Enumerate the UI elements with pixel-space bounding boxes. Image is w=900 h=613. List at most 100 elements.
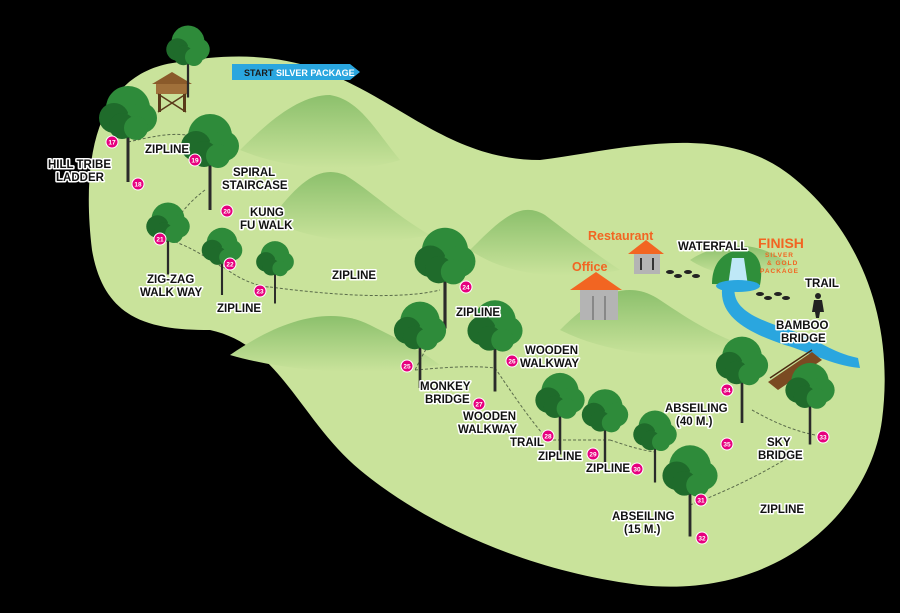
wooden-walkway-top-label-2: WALKWAY	[520, 358, 579, 370]
station-marker: 19	[188, 153, 202, 167]
station-number: 22	[226, 261, 234, 268]
river	[721, 285, 860, 368]
finish-title: FINISH	[758, 235, 804, 251]
zipline-br-label: ZIPLINE	[760, 504, 804, 516]
monkey-bridge-label-2: BRIDGE	[425, 394, 470, 406]
abseiling-40-label-1: ABSEILING	[665, 403, 728, 415]
zipline-mid-label: ZIPLINE	[332, 270, 376, 282]
tree-icon	[99, 86, 157, 182]
hiker-icon	[812, 293, 824, 318]
hill-tribe-ladder-label-2: LADDER	[56, 172, 105, 184]
trail-right-label: TRAIL	[805, 278, 839, 290]
zipline-left-label: ZIPLINE	[217, 303, 261, 315]
station-number: 21	[156, 236, 164, 243]
station-markers: 17 18 19 20 21 22 23 24 25 26 27 28 29 30 31 32 33 34 35	[105, 135, 830, 545]
station-marker: 30	[630, 462, 644, 476]
wooden-walkway-bottom-label-1: WOODEN	[463, 411, 516, 423]
start-tower-icon	[152, 72, 192, 113]
zigzag-walkway-label-1: ZIG-ZAG	[147, 274, 194, 286]
finish-line-3: PACKAGE	[760, 268, 799, 275]
hill-tribe-ladder-label-1: HILL TRIBE	[48, 159, 111, 171]
station-marker: 32	[695, 531, 709, 545]
station-marker: 21	[153, 232, 167, 246]
station-number: 23	[256, 288, 264, 295]
station-marker: 26	[505, 354, 519, 368]
tree-icon	[715, 336, 769, 423]
kung-fu-walk-label-2: FU WALK	[240, 220, 293, 232]
finish-line-2: & GOLD	[767, 260, 798, 267]
sky-bridge-label-1: SKY	[767, 437, 791, 449]
tree-icon	[201, 227, 243, 295]
finish-line-1: SILVER	[765, 252, 794, 259]
station-number: 20	[223, 208, 231, 215]
kung-fu-walk-label-1: KUNG	[250, 207, 284, 219]
station-number: 18	[134, 181, 142, 188]
tree-icon	[393, 301, 447, 388]
station-marker: 34	[720, 383, 734, 397]
station-marker: 35	[720, 437, 734, 451]
station-marker: 22	[223, 257, 237, 271]
waterfall-label: WATERFALL	[678, 241, 747, 253]
station-marker: 29	[586, 447, 600, 461]
station-number: 35	[723, 441, 731, 448]
station-number: 17	[108, 139, 116, 146]
station-number: 30	[633, 466, 641, 473]
station-number: 19	[191, 157, 199, 164]
trees	[99, 25, 835, 537]
tree-icon	[662, 445, 718, 537]
station-number: 32	[698, 535, 706, 542]
abseiling-40-label-2: (40 M.)	[676, 416, 713, 428]
station-marker: 23	[253, 284, 267, 298]
tree-icon	[166, 25, 210, 98]
office-building-icon	[570, 272, 622, 320]
bamboo-bridge-label-2: BRIDGE	[781, 333, 826, 345]
monkey-bridge-label-1: MONKEY	[420, 381, 471, 393]
station-number: 27	[475, 401, 483, 408]
station-marker: 31	[694, 493, 708, 507]
waterfall-icon	[712, 250, 762, 292]
station-number: 26	[508, 358, 516, 365]
abseiling-15-label-2: (15 M.)	[624, 524, 661, 536]
station-number: 31	[697, 497, 705, 504]
restaurant-label: Restaurant	[588, 229, 654, 243]
station-number: 34	[723, 387, 731, 394]
station-marker: 28	[541, 429, 555, 443]
trail-paths	[127, 133, 816, 506]
station-marker: 24	[459, 280, 473, 294]
zipline-center-label: ZIPLINE	[456, 307, 500, 319]
footprints-icon	[666, 270, 790, 300]
tree-icon	[633, 410, 677, 483]
station-number: 33	[819, 434, 827, 441]
finish-label: FINISH SILVER & GOLD PACKAGE	[758, 235, 804, 275]
sky-bridge-label-2: BRIDGE	[758, 450, 803, 462]
tree-icon	[467, 300, 523, 392]
bamboo-bridge-label-1: BAMBOO	[776, 320, 828, 332]
wooden-walkway-bottom-label-2: WALKWAY	[458, 424, 517, 436]
tree-icon	[256, 241, 294, 304]
start-label: START	[244, 68, 274, 78]
start-package-label: SILVER PACKAGE	[276, 68, 355, 78]
zipline-top-label: ZIPLINE	[145, 144, 189, 156]
tree-icon	[581, 389, 629, 466]
tree-icon	[535, 372, 585, 455]
trail-bottom-label: TRAIL	[510, 437, 544, 449]
zipline-b2-label: ZIPLINE	[586, 463, 630, 475]
zigzag-walkway-label-2: WALK WAY	[140, 287, 203, 299]
station-marker: 17	[105, 135, 119, 149]
tree-icon	[414, 227, 476, 329]
restaurant-building-icon	[628, 240, 664, 274]
wooden-walkway-top-label-1: WOODEN	[525, 345, 578, 357]
station-marker: 27	[472, 397, 486, 411]
office-label: Office	[572, 260, 607, 274]
start-banner: START SILVER PACKAGE	[232, 64, 360, 80]
station-number: 29	[589, 451, 597, 458]
station-marker: 33	[816, 430, 830, 444]
zipline-b1-label: ZIPLINE	[538, 451, 582, 463]
station-marker: 25	[400, 359, 414, 373]
station-number: 24	[462, 284, 470, 291]
tree-icon	[785, 362, 835, 445]
station-marker: 18	[131, 177, 145, 191]
spiral-staircase-label-1: SPIRAL	[233, 167, 275, 179]
spiral-staircase-label-2: STAIRCASE	[222, 180, 288, 192]
